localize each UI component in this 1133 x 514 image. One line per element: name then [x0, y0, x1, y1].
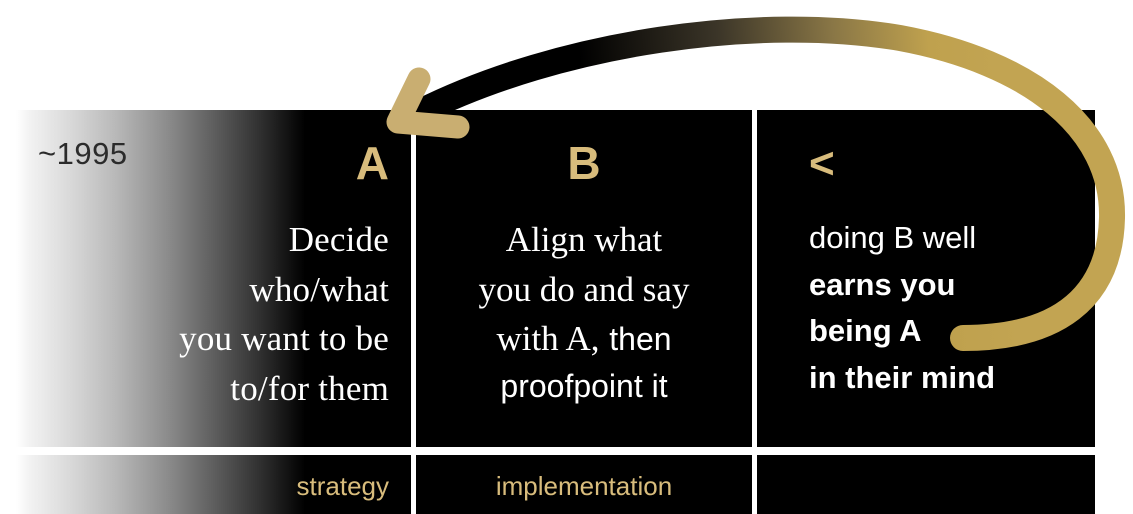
- column-a-copy: Decide who/what you want to be to/for th…: [179, 215, 389, 414]
- strip-a-panel: strategy: [0, 455, 411, 514]
- strip-b-panel: implementation: [416, 455, 752, 514]
- column-b-line-4: proofpoint it: [500, 368, 668, 405]
- column-b-line-2: you do and say: [478, 269, 690, 309]
- column-a-line-1: Decide: [288, 220, 389, 259]
- column-b-line-3: with A, then: [416, 314, 752, 364]
- strip-label-implementation: implementation: [495, 471, 673, 501]
- strip-label-strategy: strategy: [296, 471, 390, 501]
- strip-c-panel: [757, 455, 1095, 514]
- column-a-line-3: you want to be: [179, 319, 389, 359]
- column-c-line-2: earns you: [809, 266, 956, 302]
- column-c-line-1: doing B well: [809, 220, 977, 255]
- year-label: ~1995: [38, 136, 128, 171]
- column-b-panel: B Align what you do and say with A, then…: [416, 110, 752, 447]
- column-c-panel: < doing B well earns you being A in thei…: [757, 110, 1095, 447]
- column-c-copy: doing B well earns you being A in their …: [809, 215, 995, 401]
- column-a-panel: A Decide who/what you want to be to/for …: [0, 110, 411, 447]
- column-c-line-4: in their mind: [809, 359, 995, 395]
- column-b-copy: Align what you do and say with A, then p…: [416, 215, 752, 410]
- column-b-line-3-sans-part: then: [609, 321, 672, 358]
- column-c-line-3: being A: [809, 313, 922, 348]
- column-a-line-2: who/what: [249, 269, 389, 309]
- column-a-line-4: to/for them: [230, 369, 389, 409]
- column-b-letter: B: [567, 137, 601, 189]
- column-c-less-than-icon: <: [809, 139, 835, 188]
- column-b-line-3-serif-part: with A,: [496, 319, 600, 359]
- column-b-line-1: Align what: [505, 220, 663, 259]
- column-a-letter: A: [355, 137, 389, 189]
